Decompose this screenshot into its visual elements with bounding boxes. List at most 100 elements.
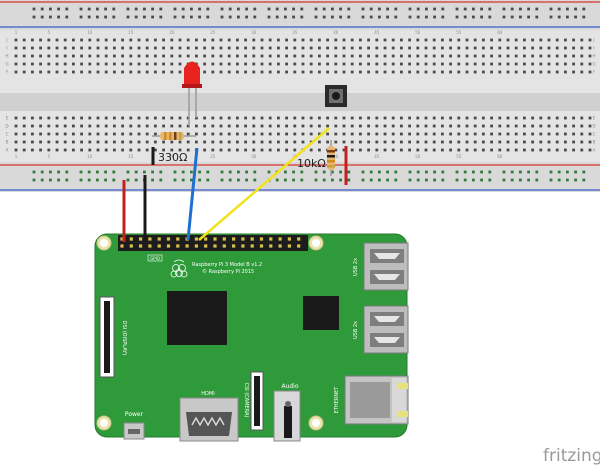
- breadboard-hole: [391, 116, 395, 120]
- breadboard-hole: [482, 124, 485, 128]
- breadboard-rail-hole: [292, 178, 295, 182]
- breadboard-hole: [547, 62, 551, 66]
- breadboard-hole: [588, 116, 592, 120]
- breadboard-hole: [457, 116, 461, 120]
- breadboard-hole: [350, 116, 354, 120]
- breadboard-hole: [22, 46, 26, 50]
- breadboard-hole: [301, 124, 305, 128]
- breadboard-hole: [80, 38, 83, 42]
- breadboard-hole: [293, 38, 297, 42]
- breadboard-hole: [482, 70, 485, 74]
- breadboard-hole: [473, 46, 477, 50]
- breadboard-hole: [547, 38, 551, 42]
- breadboard-hole: [170, 124, 174, 128]
- breadboard-rail-hole: [455, 7, 459, 11]
- breadboard-rail-hole: [502, 7, 506, 11]
- breadboard-hole: [473, 132, 477, 136]
- breadboard-rail-hole: [292, 15, 295, 19]
- breadboard-rail-hole: [416, 15, 420, 19]
- breadboard-hole: [88, 46, 92, 50]
- breadboard-rail-hole: [228, 15, 232, 19]
- breadboard-hole: [531, 124, 534, 128]
- breadboard-hole: [203, 54, 206, 58]
- breadboard-hole: [145, 46, 149, 50]
- breadboard-hole: [506, 148, 510, 152]
- led-body: [184, 61, 200, 86]
- breadboard-hole: [137, 70, 141, 74]
- breadboard-rail-hole: [292, 7, 295, 11]
- breadboard-hole: [334, 54, 338, 58]
- breadboard-hole: [432, 62, 436, 66]
- breadboard-rail-hole: [49, 170, 52, 174]
- breadboard-rail-hole: [566, 7, 569, 11]
- hdmi-label: HDMI: [201, 391, 214, 397]
- breadboard-hole: [531, 132, 534, 136]
- breadboard-hole: [531, 140, 534, 144]
- breadboard-hole: [564, 140, 567, 144]
- dsi-connector-slot: [104, 301, 110, 373]
- breadboard-hole: [367, 140, 370, 144]
- breadboard-hole: [572, 140, 575, 144]
- breadboard-hole: [334, 132, 338, 136]
- breadboard-rail-hole: [57, 15, 60, 19]
- breadboard-hole: [55, 140, 59, 144]
- breadboard-hole: [449, 116, 452, 120]
- breadboard-hole: [293, 140, 297, 144]
- breadboard-rail-hole: [173, 170, 177, 174]
- breadboard-hole: [334, 116, 338, 120]
- breadboard-hole: [564, 124, 567, 128]
- breadboard-column-number: 55: [456, 30, 462, 35]
- wires: [122, 127, 348, 242]
- breadboard-hole: [350, 132, 354, 136]
- wire-yellow-button-signal: [198, 127, 330, 241]
- power-port-slot: [128, 429, 140, 434]
- breadboard-rail-hole: [253, 15, 257, 19]
- breadboard-row-letter: D: [5, 124, 8, 129]
- breadboard-hole: [178, 46, 182, 50]
- breadboard-hole: [121, 54, 124, 58]
- breadboard-hole: [547, 70, 551, 74]
- breadboard-hole: [154, 140, 157, 144]
- breadboard-hole: [145, 148, 149, 152]
- breadboard-hole: [268, 38, 272, 42]
- breadboard-row-letter: B: [6, 140, 9, 145]
- breadboard-hole: [432, 132, 436, 136]
- breadboard-hole: [301, 46, 305, 50]
- breadboard-hole: [227, 38, 231, 42]
- breadboard-rail-hole: [96, 7, 99, 11]
- breadboard-hole: [588, 140, 592, 144]
- breadboard-hole: [514, 148, 518, 152]
- breadboard-rail-hole: [549, 170, 553, 174]
- gpio-pin: [232, 237, 236, 241]
- breadboard-hole: [383, 46, 387, 50]
- breadboard-rail-hole: [49, 7, 52, 11]
- breadboard-hole: [424, 116, 428, 120]
- breadboard-rail-hole: [87, 178, 91, 182]
- breadboard-rail-hole: [322, 178, 326, 182]
- breadboard-hole: [449, 148, 452, 152]
- breadboard-hole: [39, 70, 42, 74]
- breadboard-hole: [55, 54, 59, 58]
- breadboard-hole: [580, 70, 584, 74]
- breadboard-column-number: 10: [87, 154, 93, 159]
- breadboard-hole: [162, 70, 165, 74]
- breadboard-hole: [506, 54, 510, 58]
- breadboard-hole: [121, 140, 124, 144]
- breadboard-hole: [588, 62, 592, 66]
- breadboard-hole: [285, 124, 288, 128]
- breadboard-hole: [424, 62, 428, 66]
- breadboard-hole: [203, 70, 206, 74]
- breadboard-hole: [137, 124, 141, 128]
- breadboard-rail-hole: [237, 15, 240, 19]
- breadboard-rail-hole: [181, 7, 185, 11]
- breadboard-hole: [326, 46, 329, 50]
- breadboard-rail-hole: [267, 170, 271, 174]
- breadboard-hole: [47, 62, 51, 66]
- breadboard-hole: [572, 62, 575, 66]
- breadboard-hole: [506, 140, 510, 144]
- breadboard-rail-hole: [126, 170, 130, 174]
- breadboard-hole: [31, 148, 34, 152]
- breadboard-hole: [178, 140, 182, 144]
- breadboard-rail-hole: [347, 170, 351, 174]
- breadboard-hole: [432, 116, 436, 120]
